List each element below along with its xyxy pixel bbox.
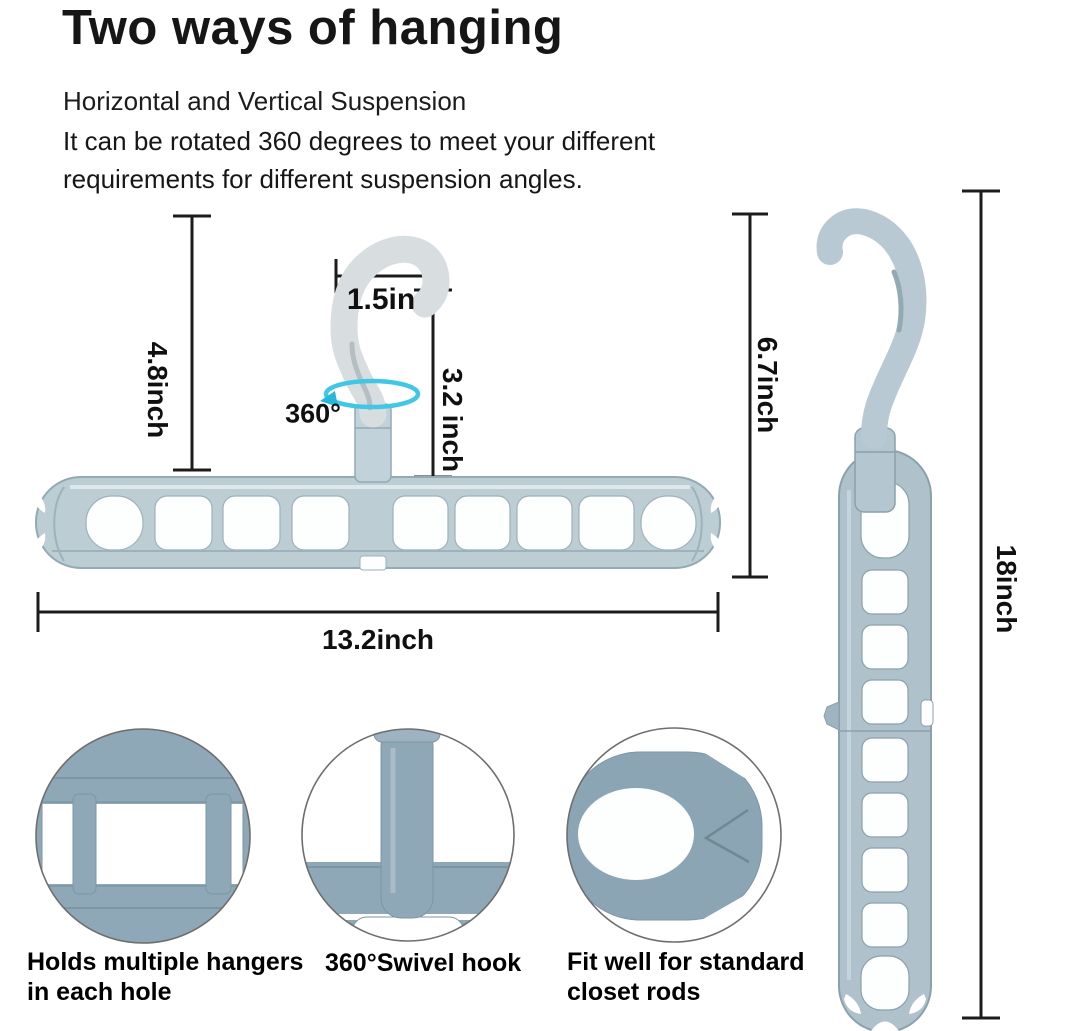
bar-notch — [33, 491, 46, 513]
bar-end-curve-right — [691, 486, 703, 562]
bar-notch — [710, 491, 723, 513]
dim-line-total-length — [962, 189, 1000, 1020]
callout-caption-rod-end: Fit well for standard closet rods — [567, 948, 805, 1006]
rotation-arrow-icon — [320, 391, 338, 407]
callout-caption-swivel: 360°Swivel hook — [325, 949, 522, 977]
right-hook-slot — [891, 269, 904, 333]
dim-label-swivel-angle: 360° — [285, 398, 341, 429]
tip-notch — [844, 994, 861, 1014]
vertical-hole — [861, 679, 909, 725]
callout-caption-holes: Holds multiple hangers in each hole — [27, 948, 304, 1006]
right-hook — [816, 208, 927, 449]
bar-hole — [454, 495, 511, 551]
bar-hole — [392, 495, 449, 551]
bar-hole — [291, 495, 350, 551]
vertical-holes — [860, 481, 910, 1011]
vertical-hole — [861, 792, 909, 838]
subtitle: Horizontal and Vertical Suspension — [63, 86, 467, 116]
dim-label-vertical-hook-height: 6.7inch — [752, 336, 783, 434]
bar-holes — [85, 495, 697, 551]
vertical-hole — [861, 737, 909, 783]
left-hook — [330, 235, 450, 428]
bar-center-notch — [359, 555, 387, 571]
bar-hole — [222, 495, 281, 551]
dim-label-hook-height: 4.8inch — [142, 341, 173, 439]
callout-circles — [35, 727, 782, 944]
vertical-hole — [861, 847, 909, 893]
vertical-hole — [861, 569, 909, 615]
fold-notch — [920, 699, 934, 727]
vertical-hole — [861, 902, 909, 948]
bar-hole — [640, 495, 697, 551]
bar-hole — [85, 495, 144, 551]
bar-end-curve-left — [53, 486, 65, 562]
dim-label-hook-drop: 3.2 inch — [437, 367, 468, 473]
callout-rod-end-closeup — [567, 750, 775, 922]
rotation-ellipse — [323, 378, 421, 410]
vertical-hole — [861, 624, 909, 670]
description-line-1: It can be rotated 360 degrees to meet yo… — [63, 126, 656, 156]
tip-notch — [909, 994, 926, 1014]
side-clip — [823, 701, 840, 731]
bar-hole — [578, 495, 635, 551]
horizontal-hanger — [33, 235, 723, 571]
bar-notch — [710, 533, 723, 555]
left-hook-slot — [349, 341, 373, 411]
dim-line-vertical-hook — [732, 212, 768, 579]
dim-line-bar-length — [36, 592, 720, 632]
dim-label-hook-width: 1.5in — [346, 283, 416, 316]
bar-hole — [516, 495, 573, 551]
dim-label-bar-length: 13.2inch — [321, 624, 435, 655]
bar-hole — [154, 495, 213, 551]
page-title: Two ways of hanging — [62, 1, 564, 55]
vertical-hole — [860, 955, 910, 1011]
dim-label-total-length: 18inch — [991, 544, 1022, 634]
vertical-hanger — [816, 208, 934, 1031]
bar-notch — [33, 533, 46, 555]
description-line-2: requirements for different suspension an… — [63, 164, 583, 194]
tip-notch — [871, 1021, 899, 1031]
callout-holes-closeup — [36, 729, 250, 943]
dim-line-hook-height — [173, 214, 211, 472]
